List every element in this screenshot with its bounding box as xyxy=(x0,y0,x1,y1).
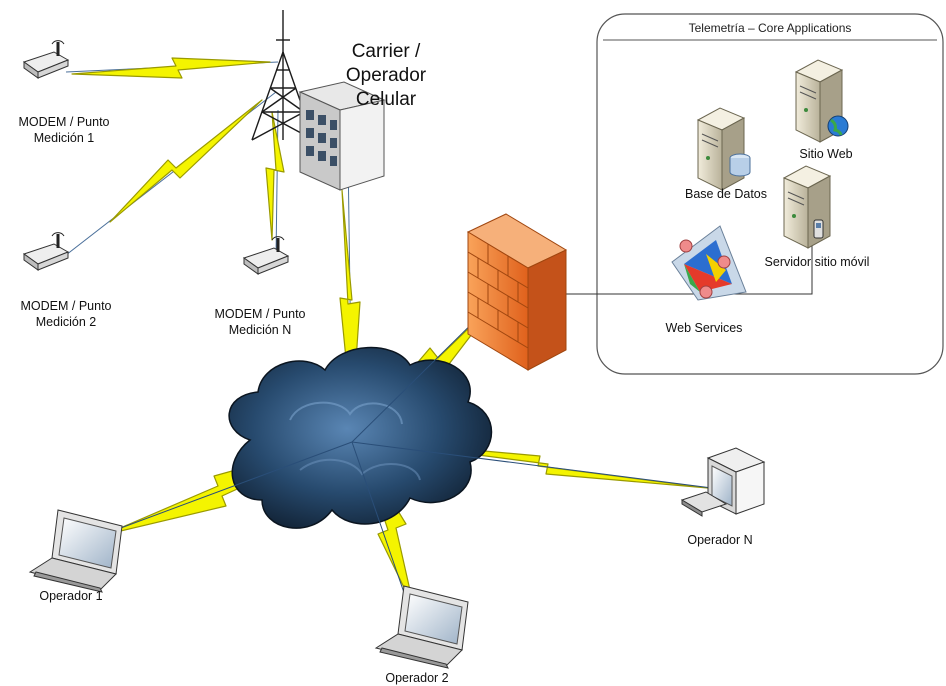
modem-n-label: MODEM / Punto Medición N xyxy=(198,306,322,338)
carrier-label: Carrier / Operador Celular xyxy=(312,40,460,112)
carrier-label-line1: Carrier / Operador xyxy=(345,41,427,86)
modem-2-label: MODEM / Punto Medición 2 xyxy=(4,298,128,330)
operator-1-label: Operador 1 xyxy=(39,589,103,603)
desktop-computer-icon xyxy=(680,447,766,517)
modem-n-label-line2: Medición N xyxy=(228,323,292,337)
modem-icon xyxy=(22,40,70,79)
mobile-phone-icon xyxy=(813,219,824,239)
modem-2-label-line1: MODEM / Punto xyxy=(20,299,112,313)
lightning-link-icon xyxy=(109,99,263,223)
operator-n-label: Operador N xyxy=(687,533,753,547)
web-services-icon xyxy=(671,225,747,301)
modem-icon xyxy=(22,232,70,271)
mobile-server-label: Servidor sitio móvil xyxy=(764,255,870,269)
modem-1-label-line2: Medición 1 xyxy=(33,131,95,145)
database-icon xyxy=(729,153,751,177)
modem-icon xyxy=(242,236,290,275)
globe-icon xyxy=(827,115,849,137)
building-icon xyxy=(298,81,386,191)
firewall-icon xyxy=(466,213,568,371)
core-applications-panel xyxy=(596,13,944,375)
operator-2-label: Operador 2 xyxy=(385,671,449,685)
database-label: Base de Datos xyxy=(685,187,767,201)
modem-1-label: MODEM / Punto Medición 1 xyxy=(2,114,126,146)
modem-1-label-line1: MODEM / Punto xyxy=(18,115,110,129)
laptop-icon xyxy=(374,585,469,669)
lightning-link-icon xyxy=(71,57,271,79)
web-services-label: Web Services xyxy=(665,321,743,335)
modem-n-label-line1: MODEM / Punto xyxy=(214,307,306,321)
modem-2-label-line2: Medición 2 xyxy=(35,315,97,329)
server-icon xyxy=(782,165,832,249)
core-panel-title: Telemetría – Core Applications xyxy=(688,21,852,35)
server-icon xyxy=(696,107,746,191)
firewall-to-core-line xyxy=(512,230,813,295)
laptop-icon xyxy=(28,509,123,593)
website-label: Sitio Web xyxy=(799,147,853,161)
carrier-label-line2: Celular xyxy=(355,89,417,110)
cloud-icon xyxy=(228,346,493,529)
